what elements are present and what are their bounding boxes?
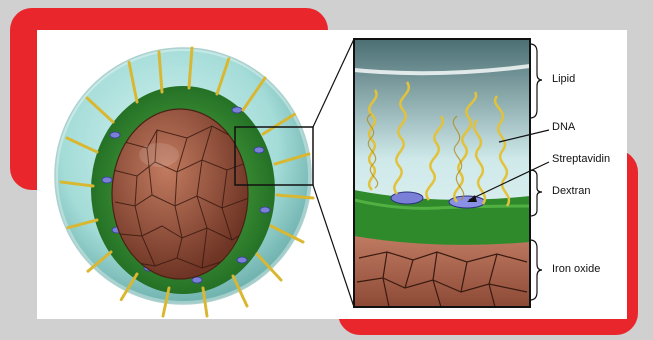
label-dna: DNA: [552, 121, 575, 133]
figure-panel: Lipid DNA Streptavidin Dextran Iron oxid…: [37, 30, 627, 319]
iron-oxide-brace: [530, 240, 542, 300]
nanoparticle-illustration: [37, 30, 627, 319]
label-iron-oxide: Iron oxide: [552, 263, 600, 275]
nanoparticle-sphere: [55, 39, 354, 316]
label-streptavidin: Streptavidin: [552, 153, 610, 165]
label-dextran: Dextran: [552, 185, 591, 197]
lipid-brace: [530, 44, 542, 118]
zoom-connector-bottom: [313, 185, 354, 307]
dextran-brace: [530, 170, 542, 216]
label-lipid: Lipid: [552, 73, 575, 85]
zoomed-inset: [354, 39, 530, 307]
zoom-connector-top: [313, 39, 354, 127]
